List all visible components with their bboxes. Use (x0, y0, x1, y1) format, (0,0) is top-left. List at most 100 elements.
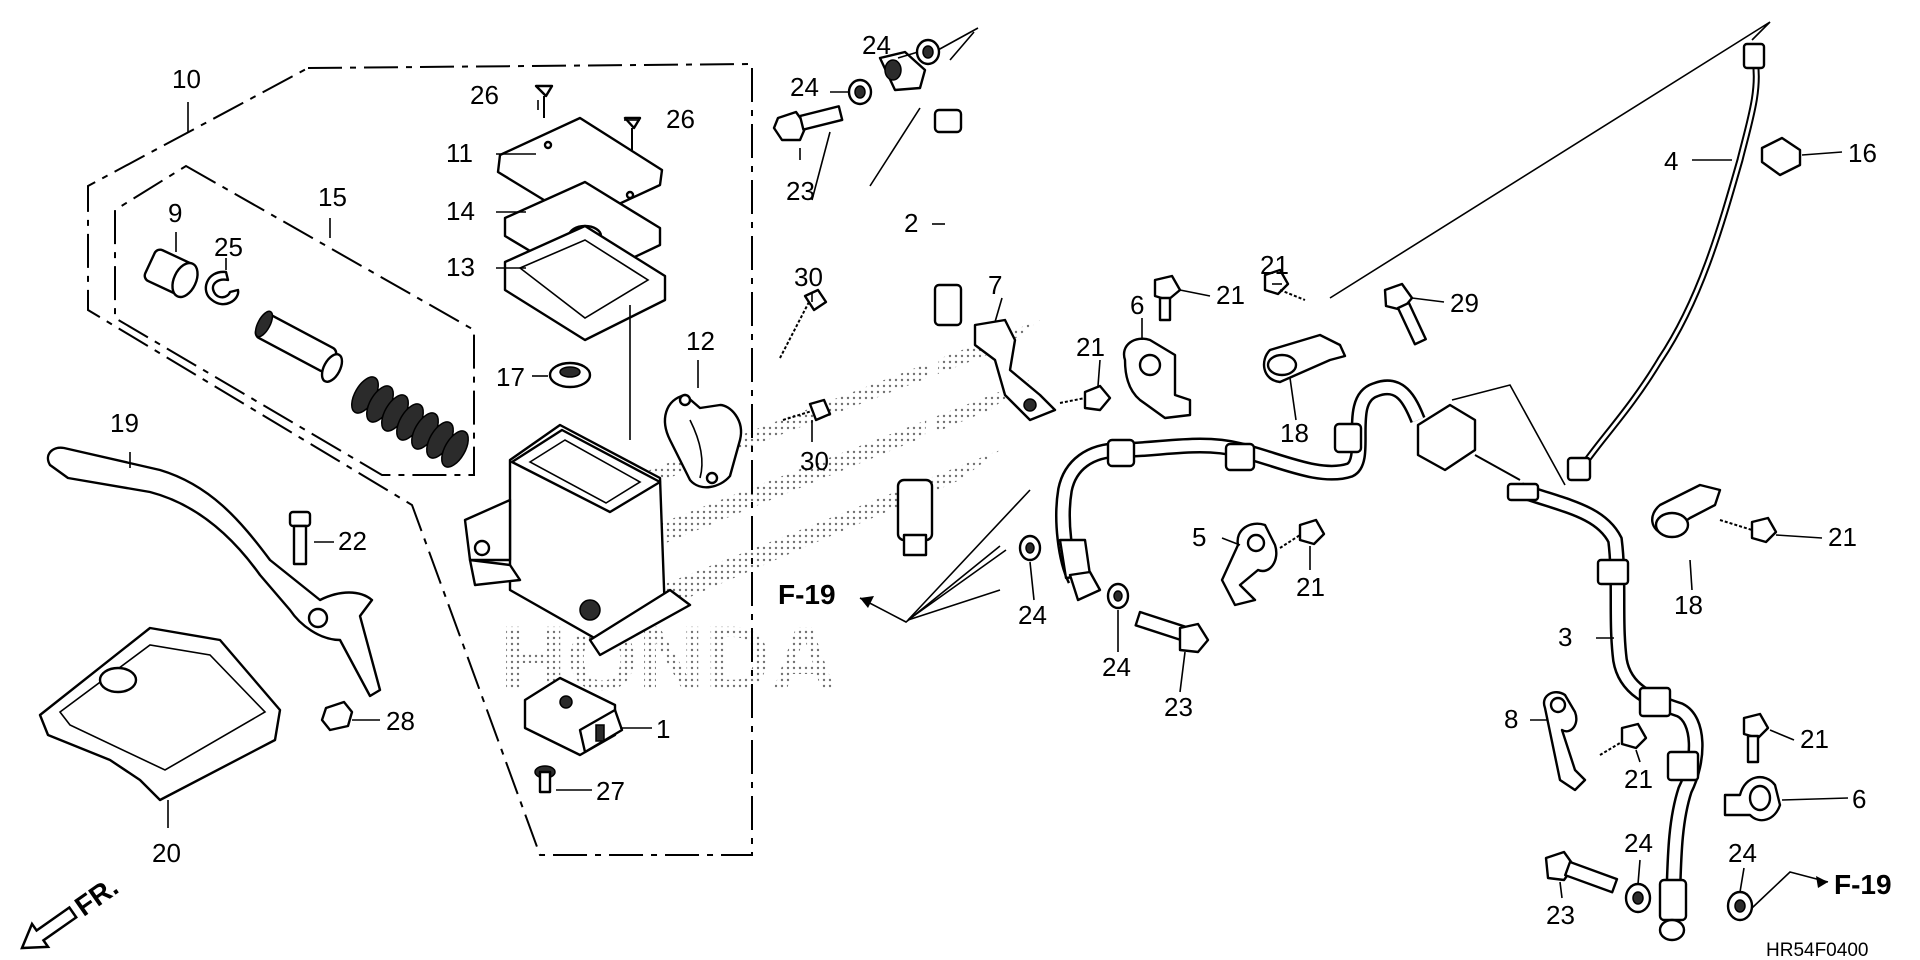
callout-1: 1 (656, 714, 670, 744)
part-23-bolt (1134, 610, 1210, 654)
part-19-lever (46, 446, 382, 698)
callout-6: 6 (1852, 784, 1866, 814)
part-24-washer (1624, 882, 1754, 922)
callout-5: 5 (1192, 522, 1206, 552)
callout-24: 24 (862, 30, 891, 60)
callout-13: 13 (446, 252, 475, 282)
part-21-bolt (1059, 384, 1112, 412)
callout-23: 23 (786, 176, 815, 206)
part-21-bolt (1742, 712, 1770, 764)
part-5-clamp (1220, 522, 1278, 607)
leader-lines (129, 21, 1849, 899)
callout-10: 10 (172, 64, 201, 94)
diagram-code: HR54F0400 (1766, 940, 1868, 960)
callout-2: 2 (904, 208, 918, 238)
part-17-boot (548, 361, 592, 389)
part-21-bolt (1263, 268, 1306, 301)
part-18-clamp (1651, 483, 1722, 539)
part-6-clamp (1723, 775, 1782, 822)
callout-21: 21 (1624, 764, 1653, 794)
part-28-nut (320, 700, 354, 732)
part-middle-brake-hose (1055, 379, 1426, 602)
part-piston (254, 310, 344, 383)
callout-22: 22 (338, 526, 367, 556)
callout-23: 23 (1164, 692, 1193, 722)
kit-outline-15 (114, 164, 475, 476)
callout-30: 30 (800, 446, 829, 476)
callout-labels: 10 26 26 11 14 13 15 9 25 12 17 30 30 19… (110, 30, 1892, 960)
part-29-bolt (1383, 282, 1427, 346)
part-13-diaphragm (503, 224, 667, 342)
part-16-clip (1760, 136, 1802, 177)
callout-18: 18 (1280, 418, 1309, 448)
callout-24: 24 (1102, 652, 1131, 682)
callout-26: 26 (470, 80, 499, 110)
callout-30: 30 (794, 262, 823, 292)
callout-29: 29 (1450, 288, 1479, 318)
part-27-screw (534, 765, 556, 794)
callout-6: 6 (1130, 290, 1144, 320)
f19-left-pointer (859, 545, 1001, 623)
callout-21: 21 (1828, 522, 1857, 552)
callout-24: 24 (1624, 828, 1653, 858)
part-18-clamp (1262, 333, 1347, 384)
part-21-bolt (1279, 518, 1326, 549)
callout-24: 24 (1018, 600, 1047, 630)
part-8-bracket (1542, 691, 1587, 792)
callout-17: 17 (496, 362, 525, 392)
part-24-washer (1018, 534, 1130, 610)
callout-21: 21 (1076, 332, 1105, 362)
part-7-bracket (973, 318, 1057, 422)
orientation-label: FR. (69, 871, 124, 922)
part-24-washer (847, 38, 941, 106)
master-cylinder-body (463, 423, 692, 657)
part-21-bolt (1719, 516, 1778, 544)
callout-9: 9 (168, 198, 182, 228)
part-2-brake-hose (878, 50, 963, 557)
front-arrow-icon: FR. (20, 871, 124, 950)
callout-11: 11 (446, 138, 473, 168)
callout-21: 21 (1260, 250, 1289, 280)
part-30-bolt (779, 288, 832, 422)
callout-18: 18 (1674, 590, 1703, 620)
part-3-brake-hose (1506, 482, 1704, 942)
part-4-brake-pipe (1566, 42, 1766, 482)
part-21-bolt (1599, 722, 1648, 756)
callout-25: 25 (214, 232, 243, 262)
callout-8: 8 (1504, 704, 1518, 734)
part-three-way-joint (1416, 403, 1521, 481)
part-1-switch (523, 676, 624, 757)
part-20-cover (38, 626, 282, 802)
callout-26: 26 (666, 104, 695, 134)
callout-21: 21 (1216, 280, 1245, 310)
callout-20: 20 (152, 838, 181, 868)
f19-right-pointer (1751, 871, 1829, 909)
ref-f19-left: F-19 (778, 579, 836, 610)
callout-16: 16 (1848, 138, 1877, 168)
callout-15: 15 (318, 182, 347, 212)
callout-28: 28 (386, 706, 415, 736)
callout-12: 12 (686, 326, 715, 356)
ref-f19-right: F-19 (1834, 869, 1892, 900)
callout-27: 27 (596, 776, 625, 806)
callout-7: 7 (988, 270, 1002, 300)
part-12-holder (663, 393, 743, 489)
kit-outline-10 (87, 62, 753, 856)
callout-4: 4 (1664, 146, 1678, 176)
part-23-bolt (1544, 850, 1619, 894)
callout-3: 3 (1558, 622, 1572, 652)
callout-21: 21 (1296, 572, 1325, 602)
part-11-cap (496, 116, 664, 224)
callout-14: 14 (446, 196, 475, 226)
part-25-circlip (204, 270, 240, 306)
callout-21: 21 (1800, 724, 1829, 754)
part-6-clamp (1122, 337, 1192, 420)
callout-23: 23 (1546, 900, 1575, 930)
part-spring (351, 376, 469, 468)
callout-24: 24 (1728, 838, 1757, 868)
part-22-pivot-bolt (288, 510, 312, 566)
part-23-bolt (772, 105, 844, 142)
part-21-bolt (1153, 274, 1182, 322)
callout-19: 19 (110, 408, 139, 438)
